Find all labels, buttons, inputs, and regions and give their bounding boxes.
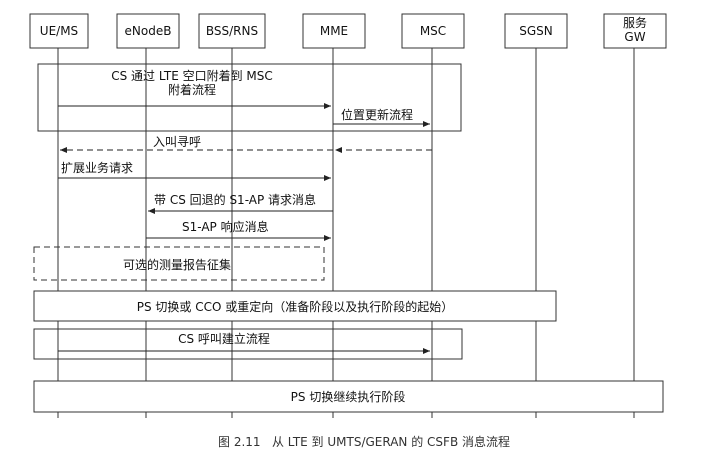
location-update-label: 位置更新流程 xyxy=(341,107,413,122)
measurement-report-box xyxy=(33,246,325,281)
node-ue-ms-label: UE/MS xyxy=(40,24,78,38)
node-msc-box xyxy=(401,13,465,49)
node-bss-rns-label: BSS/RNS xyxy=(206,24,258,38)
node-mme-label: MME xyxy=(320,24,348,38)
node-sgsn-label: SGSN xyxy=(519,24,553,38)
attach-frame xyxy=(37,63,462,132)
node-enodeb-label: eNodeB xyxy=(125,24,172,38)
figure-caption: 图 2.11 从 LTE 到 UMTS/GERAN 的 CSFB 消息流程 xyxy=(218,434,510,449)
node-msc-label: MSC xyxy=(420,24,446,38)
cs-call-setup-frame xyxy=(33,328,463,360)
s1ap-response-label: S1-AP 响应消息 xyxy=(182,219,269,234)
paging-label: 入叫寻呼 xyxy=(153,135,201,149)
node-service-gw-box xyxy=(603,13,667,49)
s1ap-request-label: 带 CS 回退的 S1-AP 请求消息 xyxy=(154,192,316,207)
extended-service-request-label: 扩展业务请求 xyxy=(61,160,133,175)
measurement-report-label: 可选的测量报告征集 xyxy=(123,257,231,272)
ps-handover-continue-label: PS 切换继续执行阶段 xyxy=(291,389,406,404)
ps-handover-continue-box xyxy=(33,380,664,413)
node-enodeb-box xyxy=(116,13,180,49)
cs-call-setup-label: CS 呼叫建立流程 xyxy=(178,331,270,346)
node-ue-ms-box xyxy=(29,13,89,49)
ps-handover-box xyxy=(33,290,557,322)
node-bss-rns-box xyxy=(198,13,266,49)
ps-handover-label: PS 切换或 CCO 或重定向（准备阶段以及执行阶段的起始） xyxy=(137,299,454,314)
node-sgsn-box xyxy=(504,13,568,49)
node-mme-box xyxy=(302,13,366,49)
